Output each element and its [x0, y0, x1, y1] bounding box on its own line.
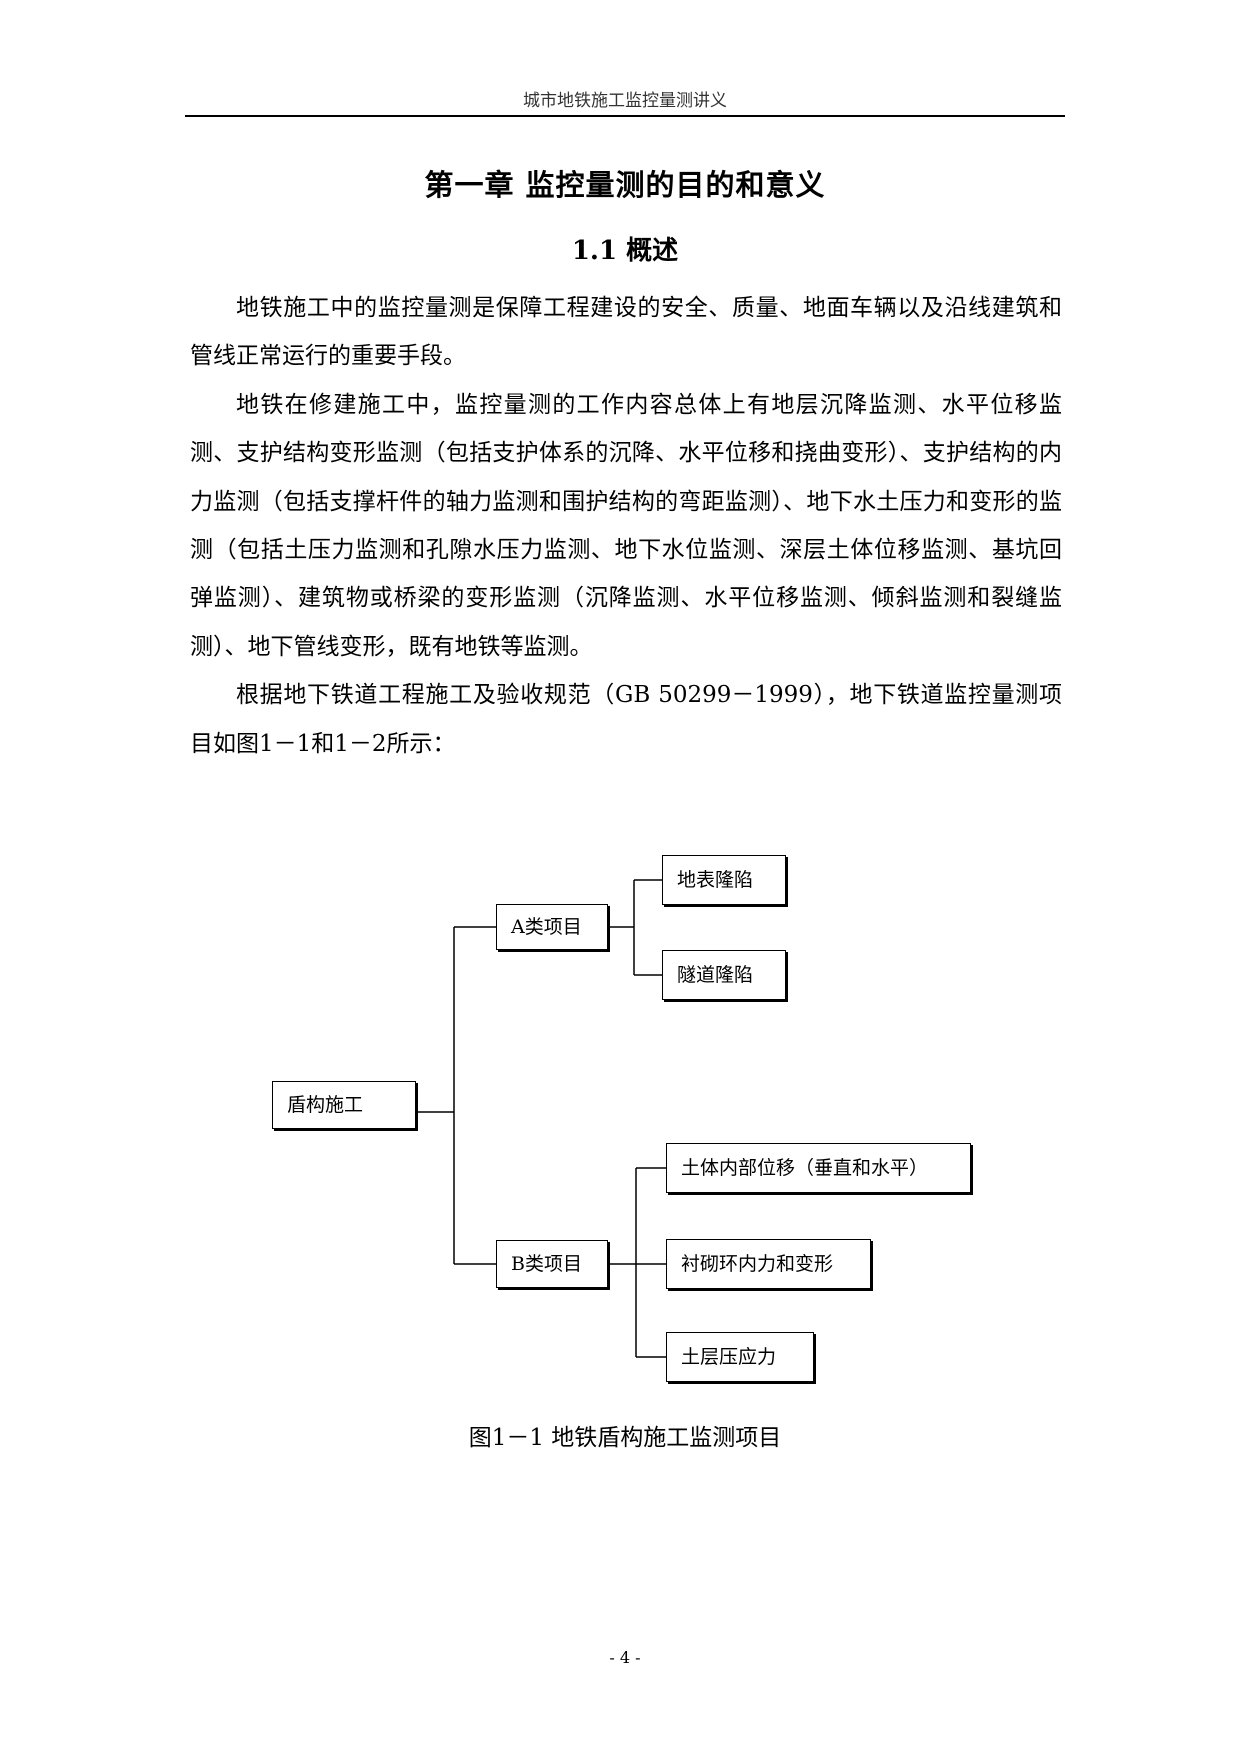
header-rule — [185, 115, 1065, 117]
node-a-item-1: 地表隆陷 — [662, 855, 786, 905]
body-text: 地铁施工中的监控量测是保障工程建设的安全、质量、地面车辆以及沿线建筑和管线正常运… — [190, 284, 1062, 768]
node-a-item-2: 隧道隆陷 — [662, 950, 786, 1000]
node-root: 盾构施工 — [272, 1081, 416, 1129]
page-number: - 4 - — [609, 1648, 641, 1667]
node-b-item-3: 土层压应力 — [666, 1332, 814, 1382]
section-title: 1.1 概述 — [571, 236, 679, 266]
paragraph-2: 地铁在修建施工中，监控量测的工作内容总体上有地层沉降监测、水平位移监测、支护结构… — [190, 391, 1062, 660]
figure-caption: 图1－1 地铁盾构施工监测项目 — [468, 1425, 782, 1451]
paragraph-1: 地铁施工中的监控量测是保障工程建设的安全、质量、地面车辆以及沿线建筑和管线正常运… — [190, 295, 1062, 370]
chapter-title: 第一章 监控量测的目的和意义 — [424, 168, 826, 202]
node-b-item-2: 衬砌环内力和变形 — [666, 1239, 871, 1289]
paragraph-3: 根据地下铁道工程施工及验收规范（GB 50299－1999），地下铁道监控量测项… — [190, 682, 1062, 757]
node-category-b: B类项目 — [496, 1240, 608, 1288]
node-category-a: A类项目 — [496, 904, 608, 950]
node-b-item-1: 土体内部位移（垂直和水平） — [666, 1143, 971, 1193]
running-header: 城市地铁施工监控量测讲义 — [523, 91, 727, 111]
